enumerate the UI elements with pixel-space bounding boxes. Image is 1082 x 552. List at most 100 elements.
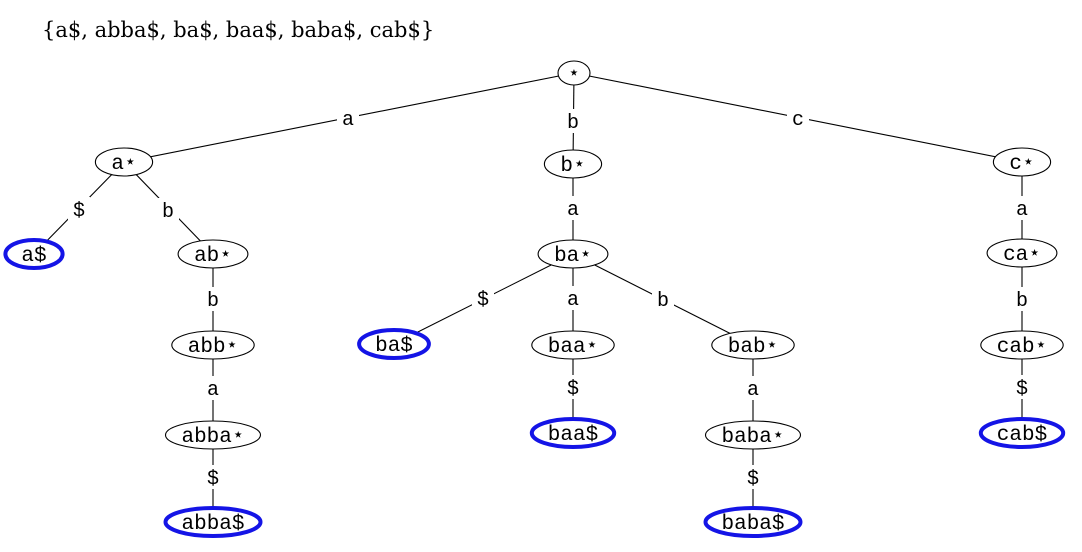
node-label: abba⋆ — [181, 426, 244, 449]
node-ellipse — [557, 60, 591, 86]
edge-label: $ — [207, 468, 219, 491]
edge-label: b — [1016, 290, 1028, 313]
node-label: ba⋆ — [554, 245, 592, 268]
edge-label-backdrop — [562, 375, 584, 399]
edge-label: c — [792, 109, 804, 132]
node-ellipse — [704, 420, 802, 450]
edge-ab: b — [123, 161, 214, 255]
edge-baba: a — [742, 345, 764, 435]
edge-label-backdrop — [742, 376, 764, 400]
node-label: baba$ — [721, 513, 784, 536]
node-baba: baba⋆ — [704, 420, 802, 450]
node-a-dollar: a$ — [3, 238, 65, 270]
edge-label-backdrop — [202, 465, 224, 489]
edge-abb: b — [202, 254, 224, 345]
edge-label: $ — [73, 200, 85, 223]
accepting-node-ellipse — [3, 238, 65, 270]
node-label: ⋆ — [568, 64, 581, 87]
edge-c: c — [573, 72, 1023, 163]
accepting-node-ellipse — [703, 506, 803, 538]
edge-label-backdrop — [1011, 196, 1033, 220]
node-ellipse — [164, 420, 262, 450]
node-ba-dollar: ba$ — [357, 328, 431, 360]
node-ab: ab⋆ — [177, 239, 249, 269]
edge-label-backdrop — [1011, 287, 1033, 311]
edge-bab: b — [572, 253, 754, 346]
edge-label-backdrop — [68, 197, 90, 221]
edge-label-backdrop — [202, 287, 224, 311]
edge-label: b — [567, 112, 579, 135]
edge-a: a — [123, 72, 575, 163]
edge-label-backdrop — [472, 286, 494, 310]
accepting-node-ellipse — [529, 417, 617, 449]
node-cab: cab⋆ — [980, 330, 1064, 360]
node-label: abba$ — [181, 513, 244, 536]
edge-label-backdrop — [562, 196, 584, 220]
node-bab: bab⋆ — [711, 330, 795, 360]
nodes-layer: ⋆a⋆b⋆c⋆a$ab⋆abb⋆abba⋆abba$ba⋆ba$baa⋆baa$… — [3, 60, 1066, 538]
node-root: ⋆ — [557, 60, 591, 87]
edge-label-backdrop — [787, 106, 809, 130]
edge-b: b — [562, 72, 584, 165]
node-baba-dollar: baba$ — [703, 506, 803, 538]
edge-baa: a — [562, 254, 584, 345]
edge-label: $ — [747, 468, 759, 491]
edge-label: a — [567, 199, 579, 222]
node-label: baa⋆ — [548, 336, 598, 359]
edge-label: a — [1016, 199, 1028, 222]
edge-abba: a — [202, 345, 224, 435]
edge-label-backdrop — [1011, 375, 1033, 399]
edge-label-backdrop — [742, 465, 764, 489]
edge-ba-dollar: $ — [393, 253, 574, 345]
node-label: ab⋆ — [194, 245, 232, 268]
node-label: a$ — [21, 245, 46, 268]
node-ellipse — [543, 149, 603, 179]
node-cab-dollar: cab$ — [978, 417, 1066, 449]
edge-label: a — [207, 379, 219, 402]
node-ellipse — [531, 330, 615, 360]
node-ellipse — [537, 239, 609, 269]
node-c: c⋆ — [992, 147, 1052, 177]
node-label: ba$ — [375, 335, 413, 358]
node-ellipse — [980, 330, 1064, 360]
node-label: baa$ — [548, 424, 598, 447]
accepting-node-ellipse — [978, 417, 1066, 449]
node-ca: ca⋆ — [986, 238, 1058, 268]
edge-ba: a — [562, 164, 584, 254]
edge-label: b — [162, 201, 174, 224]
edge-cab-dollar: $ — [1011, 345, 1033, 433]
edge-label: b — [657, 290, 669, 313]
node-baa-dollar: baa$ — [529, 417, 617, 449]
edge-label-backdrop — [337, 106, 359, 130]
node-abba-dollar: abba$ — [163, 506, 263, 538]
edge-label-backdrop — [562, 109, 584, 133]
accepting-node-ellipse — [163, 506, 263, 538]
node-ellipse — [711, 330, 795, 360]
edge-label: $ — [567, 378, 579, 401]
edge-label-backdrop — [652, 287, 674, 311]
node-ba: ba⋆ — [537, 239, 609, 269]
accepting-node-ellipse — [357, 328, 431, 360]
edge-label-backdrop — [562, 286, 584, 310]
edge-label-backdrop — [202, 376, 224, 400]
edge-label: $ — [477, 289, 489, 312]
node-label: abb⋆ — [188, 336, 238, 359]
node-a: a⋆ — [94, 147, 154, 177]
node-b: b⋆ — [543, 149, 603, 179]
edge-abba-dollar: $ — [202, 435, 224, 522]
node-label: cab⋆ — [997, 336, 1047, 359]
node-ellipse — [992, 147, 1052, 177]
node-abba: abba⋆ — [164, 420, 262, 450]
node-ellipse — [177, 239, 249, 269]
edge-label: $ — [1016, 378, 1028, 401]
node-label: c⋆ — [1009, 153, 1034, 176]
node-baa: baa⋆ — [531, 330, 615, 360]
edge-label: b — [207, 290, 219, 313]
node-label: b⋆ — [560, 155, 585, 178]
edge-label: a — [567, 289, 579, 312]
word-set-caption: {a$, abba$, ba$, baa$, baba$, cab$} — [42, 18, 435, 42]
node-ellipse — [94, 147, 154, 177]
edge-label: a — [747, 379, 759, 402]
